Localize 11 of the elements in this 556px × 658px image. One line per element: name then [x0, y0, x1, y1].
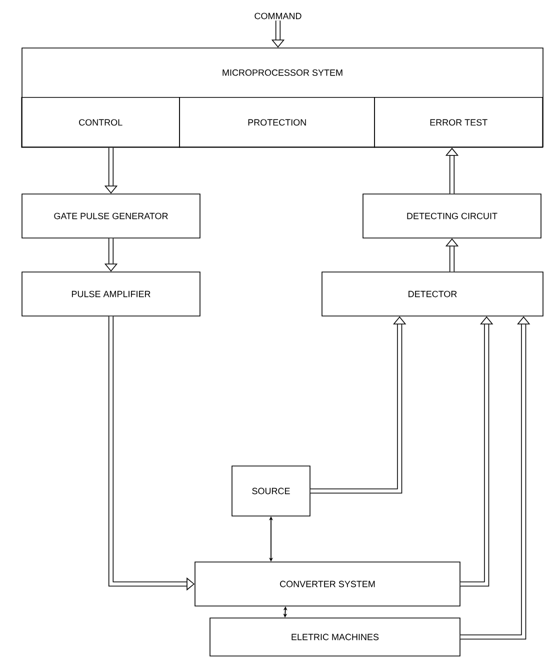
- cell: ERROR TEST: [374, 97, 543, 148]
- process-box: DETECTING CIRCUIT: [362, 194, 542, 238]
- cell: CONTROL: [21, 97, 180, 148]
- process-box: CONVERTER SYSTEM: [194, 562, 460, 606]
- process-box: SOURCE: [232, 466, 310, 516]
- cell: PROTECTION: [179, 97, 375, 148]
- process-box: GATE PULSE GENERATOR: [22, 194, 200, 238]
- process-box: PULSE AMPLIFIER: [22, 272, 200, 316]
- process-box: DETECTOR: [322, 272, 544, 316]
- command-text: COMMAND: [254, 12, 302, 20]
- process-box: ELETRIC MACHINES: [210, 618, 460, 656]
